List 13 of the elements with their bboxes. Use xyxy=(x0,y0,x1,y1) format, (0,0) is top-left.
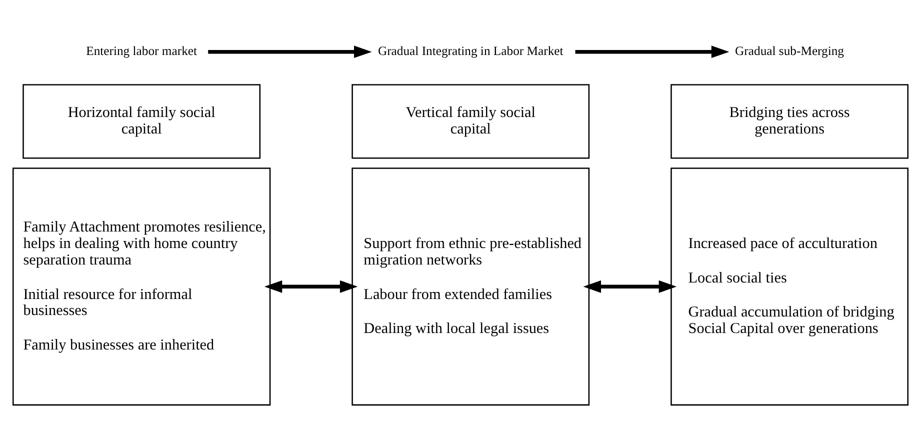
arrow xyxy=(208,45,372,58)
node-box: Vertical family social capital xyxy=(352,84,590,158)
node-box: Bridging ties across generations xyxy=(670,84,909,158)
node-box: Family Attachment promotes resilience, helps in dealing with home country separation trauma Initial resource for informal businesses Family businesses are inherited xyxy=(12,167,271,406)
arrow xyxy=(264,280,358,292)
node-text: Gradual Integrating in Labor Market xyxy=(378,44,564,58)
node-box: Horizontal family social capital xyxy=(22,84,261,158)
node-text: Entering labor market xyxy=(86,44,198,58)
node-box: Support from ethnic pre-established migration networks Labour from extended families Dealing with local legal issues xyxy=(352,167,590,406)
arrow xyxy=(575,45,730,58)
node-box: Increased pace of acculturation Local social ties Gradual accumulation of bridging Social Capital over generations xyxy=(670,167,909,406)
node-text: Gradual sub-Merging xyxy=(735,44,844,58)
arrow xyxy=(583,280,677,292)
